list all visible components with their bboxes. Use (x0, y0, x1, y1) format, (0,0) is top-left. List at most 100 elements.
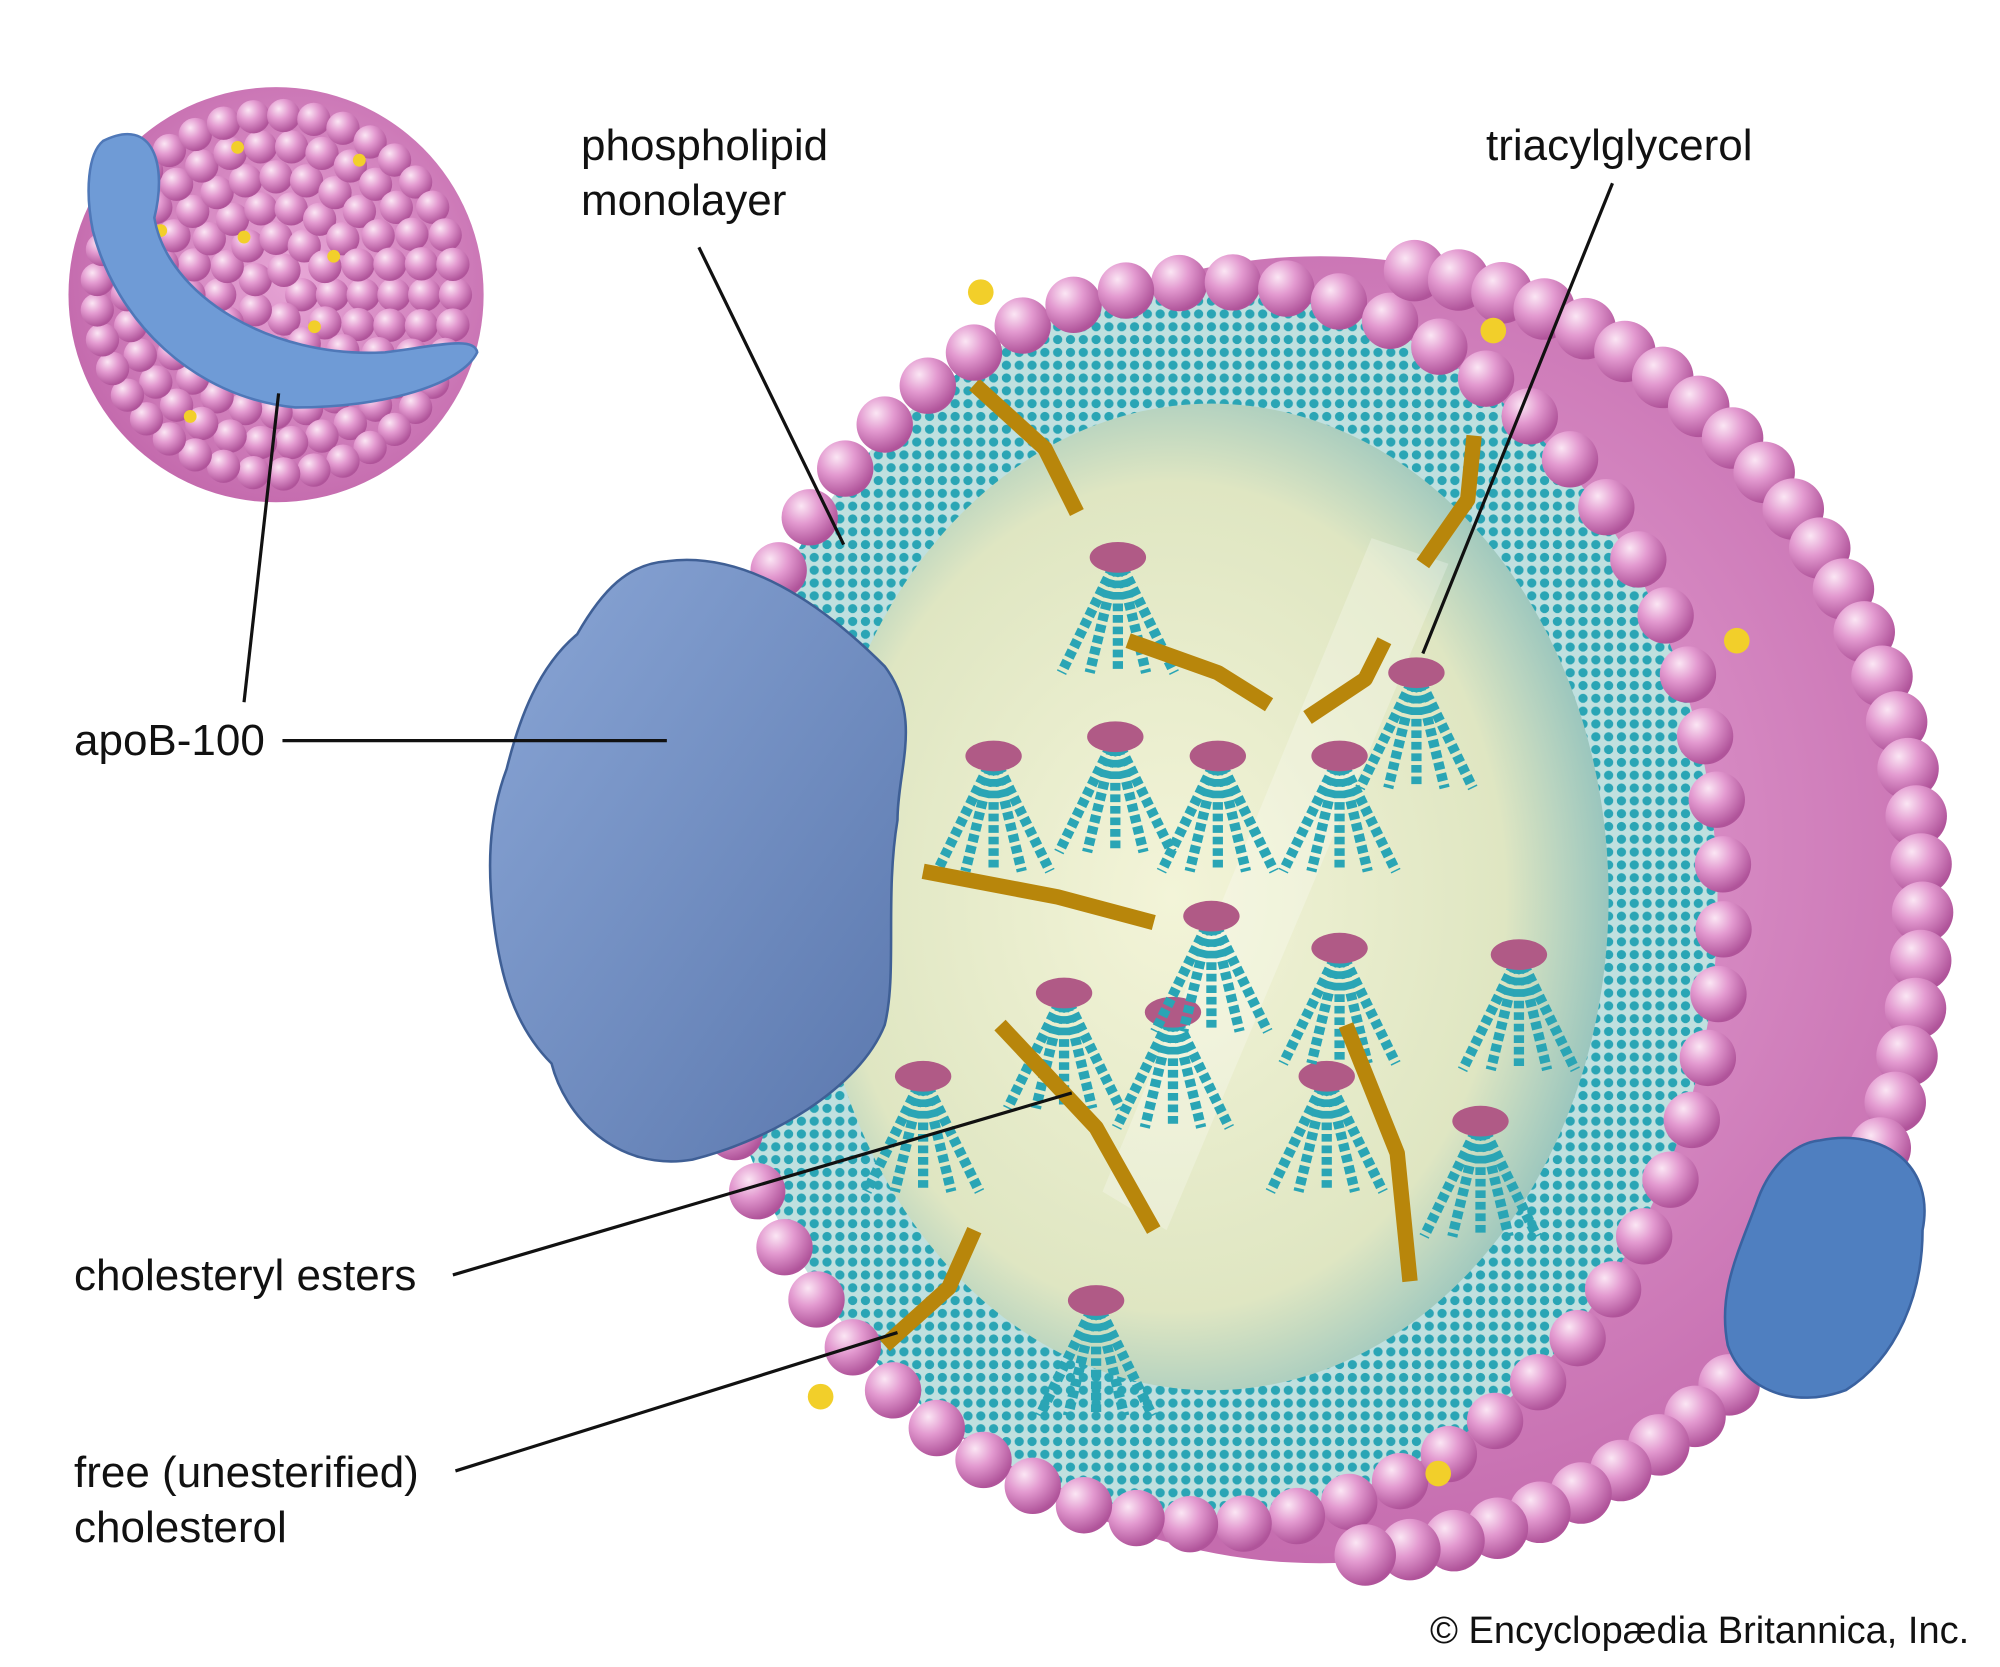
phospholipid-head (377, 278, 411, 312)
phospholipid-head (315, 278, 350, 312)
fatty-acid-tail (1062, 1299, 1102, 1418)
fatty-acid-tail (1475, 1118, 1542, 1239)
fatty-acid-tail (1091, 1298, 1158, 1419)
phospholipid-head (274, 192, 308, 226)
phospholipid-head (341, 307, 375, 342)
phospholipid-head (159, 167, 194, 201)
phospholipid-head (152, 133, 187, 168)
phospholipid-head (213, 136, 247, 171)
triacylglycerol-molecule (1035, 1285, 1158, 1419)
phospholipid-head (1694, 836, 1752, 893)
fatty-acid-tail (1334, 946, 1373, 1065)
phospholipid-head (1509, 1353, 1567, 1411)
phospholipid-head (228, 164, 263, 198)
cholesteryl-ester (1416, 434, 1482, 569)
phospholipid-head (123, 338, 157, 372)
phospholipid-head (297, 102, 331, 137)
phospholipid-head (1876, 1025, 1938, 1087)
phospholipid-head (436, 308, 470, 342)
leader-lines (242, 182, 1614, 1473)
label-line: phospholipid (581, 121, 829, 170)
phospholipid-head (361, 219, 395, 253)
phospholipid-head (353, 430, 387, 465)
phospholipid-head (1610, 531, 1667, 588)
fatty-acid-tail (1168, 1009, 1234, 1130)
glycerol-head (1067, 1285, 1125, 1316)
glycerol-head (1490, 939, 1548, 970)
phospholipid-head (267, 302, 301, 336)
fatty-acid-tail (1084, 556, 1123, 674)
fatty-acid-tail (1059, 991, 1098, 1110)
phospholipid-head (326, 222, 360, 256)
fatty-acid-tail (1383, 671, 1422, 790)
fatty-acid-tail (1457, 952, 1524, 1073)
phospholipid-head (1004, 1457, 1061, 1514)
phospholipid-head (341, 248, 375, 282)
phospholipid-head (305, 136, 339, 171)
phospholipid-head (1204, 254, 1262, 311)
fatty-acid-tail (960, 754, 999, 873)
glycerol-head (894, 1060, 952, 1092)
phospholipid-head (326, 111, 360, 145)
phospholipid-head (1695, 901, 1752, 958)
triacylglycerol-molecule (1150, 900, 1273, 1034)
phospholipid-head (899, 357, 956, 414)
phospholipid-head (1890, 833, 1952, 895)
phospholipid-head (1688, 771, 1745, 828)
cholesteryl-ester (1338, 1022, 1418, 1283)
fatty-acid-tail (889, 1075, 929, 1193)
apob-protein-small (1723, 1136, 1926, 1399)
phospholipid-head (243, 130, 278, 164)
cholesteryl-ester (1303, 637, 1392, 724)
fatty-acid-tail (1485, 953, 1524, 1072)
fatty-acid-tail (1411, 671, 1450, 790)
phospholipid-head (438, 278, 473, 312)
phospholipid-head (259, 221, 293, 255)
phospholipid-head (1268, 1487, 1326, 1545)
glycerol-head (1035, 977, 1093, 1009)
phospholipid-head (215, 202, 250, 236)
phospholipid-head (1045, 276, 1102, 333)
phospholipid-head (1865, 691, 1928, 753)
apob-100-protein (488, 558, 908, 1163)
label-cholesteryl-esters: cholesteryl esters (74, 1251, 417, 1300)
phospholipid-head (1310, 273, 1368, 330)
phospholipid-head (1361, 292, 1419, 350)
glycerol-head (1452, 1105, 1509, 1137)
leader-phospholipid (697, 246, 846, 546)
cholesterol-dot (183, 410, 197, 423)
phospholipid-head (436, 247, 470, 282)
phospholipid-head (1411, 318, 1468, 375)
phospholipid-head (129, 402, 164, 436)
phospholipid-head (945, 324, 1003, 381)
free-cholesterol (967, 279, 994, 305)
cholesterol-dot (237, 230, 251, 244)
large-ldl-cutaway (702, 239, 1954, 1586)
phospholipid-head (236, 100, 270, 134)
fatty-acid-tail (1082, 735, 1121, 854)
fatty-acid-tail (1355, 670, 1422, 791)
phospholipid-head (80, 293, 114, 327)
fatty-acid-tail (988, 754, 1027, 873)
phospholipid-head (302, 202, 337, 236)
fatty-acid-tail (1150, 913, 1217, 1034)
copyright-notice: © Encyclopædia Britannica, Inc. (1430, 1610, 1970, 1652)
phospholipid-head (1578, 479, 1635, 536)
phospholipid-head (206, 106, 241, 140)
phospholipid-head (1679, 1029, 1737, 1087)
label-triacylglycerol: triacylglycerol (1486, 121, 1753, 170)
fatty-acid-tail (1178, 914, 1217, 1033)
phospholipid-head (408, 278, 442, 312)
phospholipid-head (213, 419, 247, 453)
phospholipid-head (297, 453, 331, 487)
label-apob-100: apoB-100 (74, 716, 265, 765)
cholesterol-dot (231, 140, 245, 154)
fatty-acid-tail (1091, 1299, 1130, 1418)
phospholipid-head (1659, 646, 1717, 703)
phospholipid-head (185, 149, 219, 183)
phospholipid-head (1161, 1496, 1219, 1553)
fatty-acid-tail (1110, 734, 1177, 855)
fatty-acid-tail (1206, 913, 1273, 1034)
fatty-acid-tail (1278, 753, 1345, 874)
phospholipid-head (1615, 1208, 1673, 1265)
